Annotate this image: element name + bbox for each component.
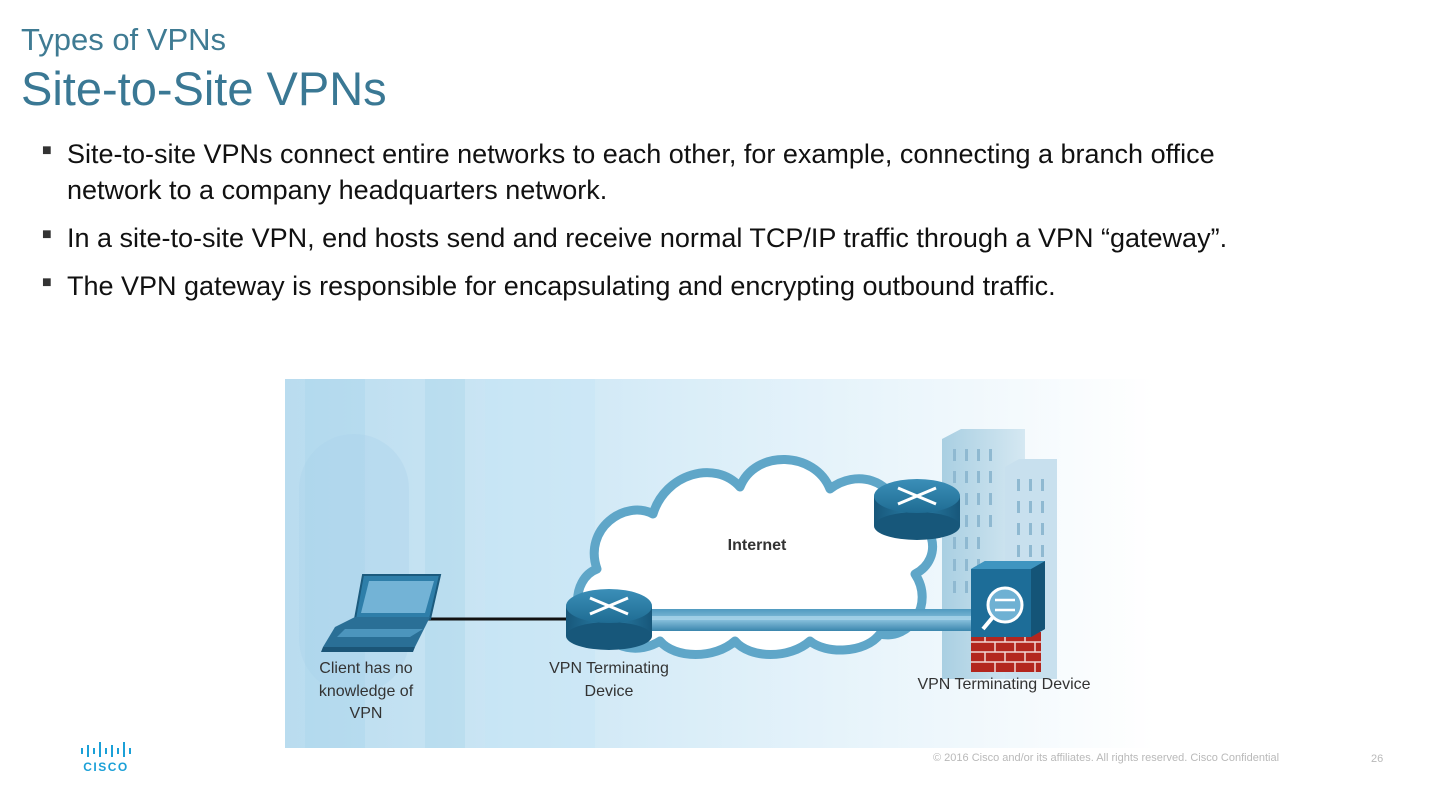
- client-label-line: VPN: [350, 705, 383, 722]
- left-device-label-line: Device: [585, 683, 634, 700]
- vpn-firewall-icon: [971, 561, 1045, 672]
- page-number: 26: [1371, 753, 1384, 765]
- left-vpn-router-icon: [566, 589, 652, 650]
- client-label: Client has no knowledge of VPN: [319, 660, 414, 722]
- client-label-line: knowledge of: [319, 683, 414, 700]
- bullet-text: Site-to-site VPNs connect entire network…: [67, 139, 1215, 205]
- bullet-item: ■ Site-to-site VPNs connect entire networ…: [42, 136, 1302, 208]
- internet-router-icon: [874, 479, 960, 540]
- left-device-label-line: VPN Terminating: [549, 660, 669, 677]
- cisco-logo: CISCO: [80, 742, 136, 774]
- left-device-label: VPN Terminating Device: [549, 660, 669, 700]
- vpn-tunnel: [605, 609, 980, 631]
- bullet-list: ■ Site-to-site VPNs connect entire networ…: [42, 136, 1302, 316]
- bullet-item: ■ The VPN gateway is responsible for enca…: [42, 268, 1302, 304]
- client-label-line: Client has no: [319, 660, 412, 677]
- internet-label: Internet: [728, 537, 787, 554]
- bullet-item: ■ In a site-to-site VPN, end hosts send a…: [42, 220, 1302, 256]
- bullet-text: The VPN gateway is responsible for encap…: [67, 271, 1056, 301]
- section-subtitle: Types of VPNs: [21, 22, 227, 57]
- bullet-square-icon: ■: [42, 226, 52, 243]
- site-to-site-vpn-diagram: Internet: [285, 379, 1155, 748]
- cisco-logo-text: CISCO: [83, 760, 129, 774]
- bullet-square-icon: ■: [42, 142, 52, 159]
- copyright-footer: © 2016 Cisco and/or its affiliates. All …: [933, 752, 1280, 764]
- slide-title: Site-to-Site VPNs: [21, 62, 387, 115]
- bullet-square-icon: ■: [42, 274, 52, 291]
- right-device-label: VPN Terminating Device: [917, 676, 1090, 693]
- laptop-icon: [321, 574, 442, 652]
- bullet-text: In a site-to-site VPN, end hosts send an…: [67, 223, 1228, 253]
